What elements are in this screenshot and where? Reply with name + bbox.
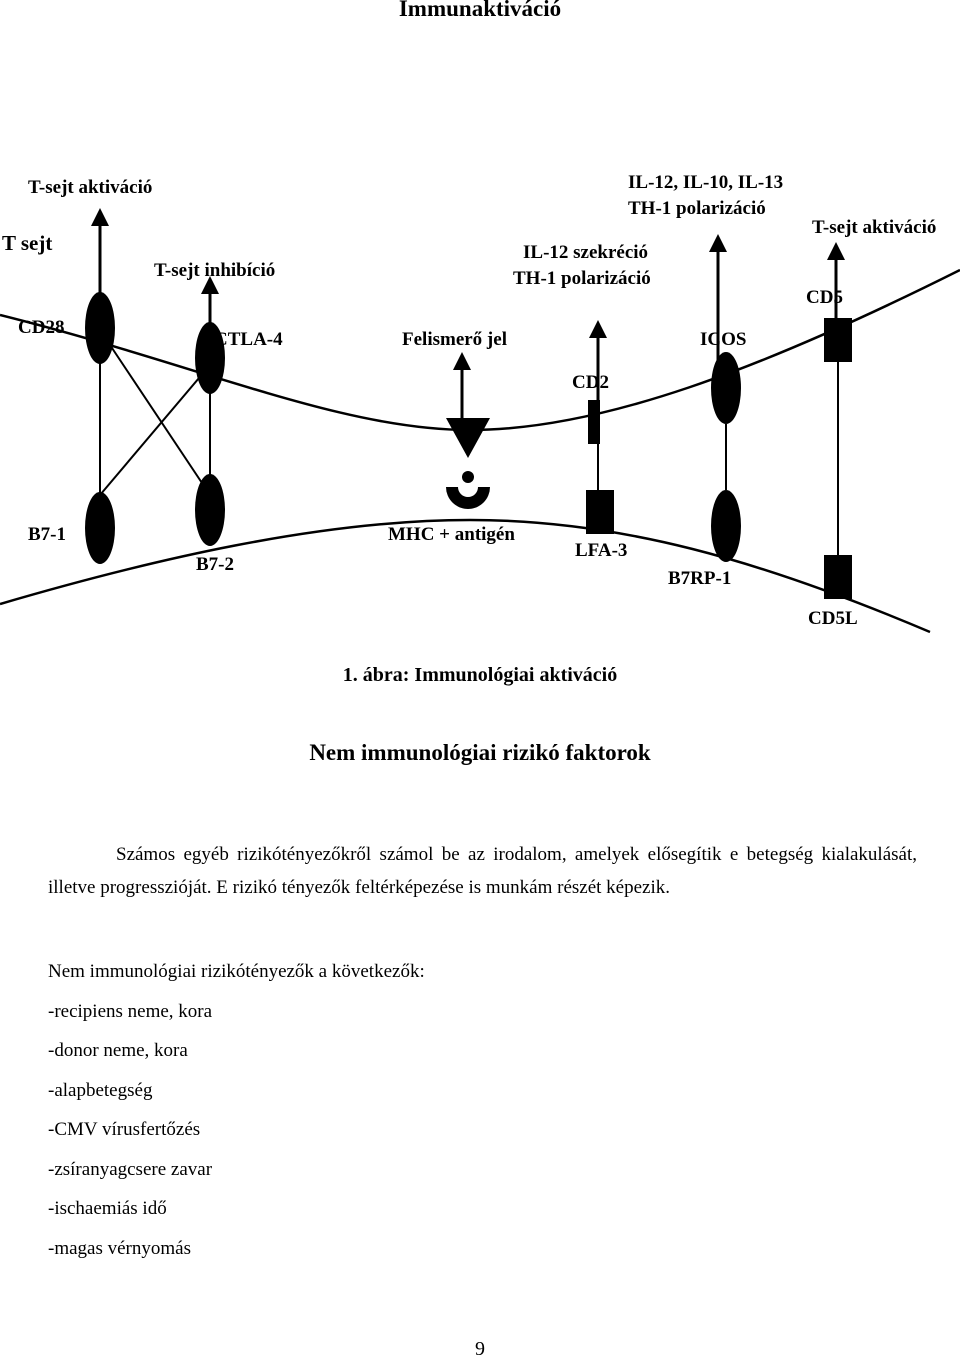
list-intro: Nem immunológiai rizikótényezők a követk…	[48, 961, 425, 982]
lfa3-label: LFA-3	[575, 540, 627, 561]
icos-effect-line2: TH-1 polarizáció	[628, 198, 766, 219]
cd5l-label: CD5L	[808, 608, 858, 629]
recognition-arrowhead	[453, 352, 471, 370]
cd5-label: CD5	[806, 287, 843, 308]
cd5-molecule	[824, 318, 852, 362]
cd2-molecule	[588, 400, 600, 444]
cd5-arrowhead	[827, 242, 845, 260]
cd2-arrowhead	[589, 320, 607, 338]
cd5-effect-label: T-sejt aktiváció	[812, 217, 936, 238]
b71-molecule	[85, 492, 115, 564]
b72-molecule	[195, 474, 225, 546]
b71-label: B7-1	[28, 524, 66, 545]
list-item: -donor neme, kora	[48, 1040, 188, 1061]
ctla4-arrowhead	[201, 276, 219, 294]
cd28-arrowhead	[91, 208, 109, 226]
mhc-antigen-molecule	[446, 487, 490, 509]
section-heading: Nem immunológiai rizikó faktorok	[309, 740, 651, 765]
ctla4-effect-label: T-sejt inhibíció	[154, 260, 275, 281]
immune-activation-diagram: T-sejt aktiváció T sejt T-sejt inhibíció…	[0, 172, 960, 634]
list-item: -magas vérnyomás	[48, 1237, 191, 1259]
tcr-receptor	[446, 418, 490, 458]
list-item: -zsíranyagcsere zavar	[48, 1158, 213, 1180]
figure-caption: 1. ábra: Immunológiai aktiváció	[342, 664, 618, 686]
ctla4-label: CTLA-4	[214, 329, 283, 350]
cd28-b72-line	[99, 329, 211, 496]
icos-label: ICOS	[700, 329, 746, 350]
b7rp1-molecule	[711, 490, 741, 562]
cd5l-molecule	[824, 555, 852, 599]
risk-factor-list: Nem immunológiai rizikótényezők a követk…	[48, 957, 917, 1273]
mhc-antigen-label: MHC + antigén	[388, 524, 515, 545]
cd28-label: CD28	[18, 317, 64, 338]
cd2-label: CD2	[572, 372, 609, 393]
t-cell-label: T sejt	[2, 231, 52, 255]
icos-effect-line1: IL-12, IL-10, IL-13	[628, 172, 783, 193]
list-item: -alapbetegség	[48, 1079, 153, 1101]
list-item: -ischaemiás idő	[48, 1198, 167, 1219]
cd28-molecule	[85, 292, 115, 364]
body-paragraph: Számos egyéb rizikótényezőkről számol be…	[48, 844, 917, 898]
cd2-effect-line2: TH-1 polarizáció	[513, 268, 651, 289]
b72-label: B7-2	[196, 554, 234, 575]
ctla4-b71-line	[99, 364, 211, 496]
ctla4-molecule	[195, 322, 225, 394]
list-item: -CMV vírusfertőzés	[48, 1119, 201, 1140]
cd2-effect-line1: IL-12 szekréció	[523, 242, 648, 263]
icos-molecule	[711, 352, 741, 424]
lfa3-molecule	[586, 490, 614, 534]
antigen-peptide	[462, 471, 474, 483]
list-item: -recipiens neme, kora	[48, 1000, 213, 1022]
b7rp1-label: B7RP-1	[668, 568, 731, 589]
icos-arrowhead	[709, 234, 727, 252]
apc-membrane	[0, 518, 931, 634]
page-number: 9	[475, 1338, 485, 1360]
body-paragraph-block: Számos egyéb rizikótényezőkről számol be…	[48, 838, 917, 904]
cd28-effect-label: T-sejt aktiváció	[28, 177, 152, 198]
recognition-label: Felismerő jel	[402, 329, 507, 350]
page-title: Immunaktiváció	[398, 0, 562, 21]
